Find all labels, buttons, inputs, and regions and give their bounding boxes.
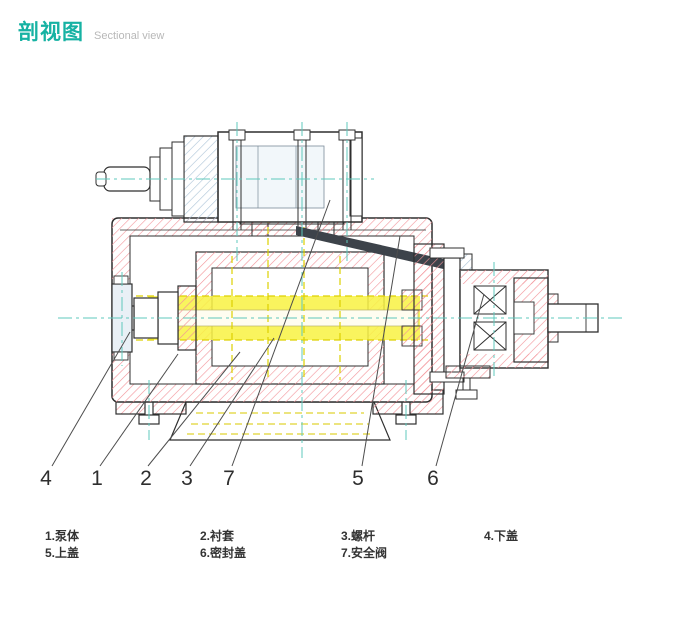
callout-number-3: 3 [181,467,193,490]
page-subtitle: Sectional view [94,30,165,42]
legend-item-bushing: 2.衬套 [200,529,235,543]
callout-number-6: 6 [427,467,439,490]
header: 剖视图 Sectional view [18,16,164,46]
callout-number-7: 7 [223,467,235,490]
legend-item-lower-cover: 4.下盖 [484,529,519,543]
base-hidden-lines [187,412,373,435]
legend-item-safety-valve: 7.安全阀 [341,546,388,560]
safety-valve-group [95,129,363,230]
callout-number-5: 5 [352,467,364,490]
callout-number-2: 2 [140,467,152,490]
bearing-upper [473,285,507,315]
leader-lines-group [51,199,485,467]
legend-item-seal-cover: 6.密封盖 [200,546,247,560]
page-title: 剖视图 [18,21,84,44]
drawing-root [51,122,624,467]
bearing-lower [473,321,507,351]
right-support-bracket [445,365,491,400]
centerlines-group [58,122,624,458]
legend-item-screw: 3.螺杆 [341,529,376,543]
legend-item-pump-body: 1.泵体 [45,529,80,543]
right-assembly-group [413,243,599,400]
callout-number-1: 1 [91,467,103,490]
legend-item-upper-cover: 5.上盖 [45,546,80,560]
callout-number-4: 4 [40,467,52,490]
